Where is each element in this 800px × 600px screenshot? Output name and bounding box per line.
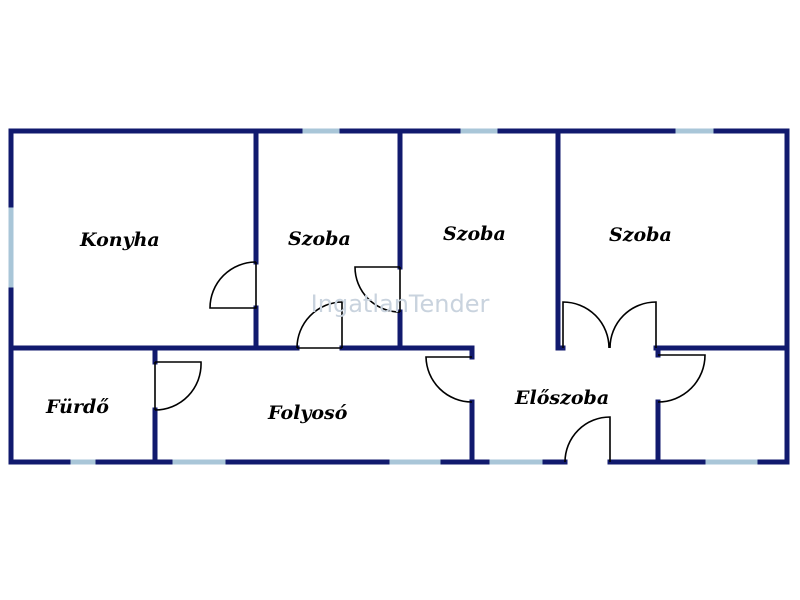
room-label-corridor: Folyosó <box>267 402 348 424</box>
door-room1-room2 <box>354 266 401 313</box>
door-kitchen-room1 <box>209 261 257 309</box>
room-label-bathroom: Fürdő <box>45 396 109 418</box>
doors <box>154 261 706 463</box>
door-entrance <box>564 416 611 463</box>
door-room3-left-leaf <box>562 301 610 349</box>
room-label-room1: Szoba <box>288 228 351 250</box>
door-room3-right-leaf <box>609 301 657 349</box>
door-room1-corridor <box>296 301 343 349</box>
windows <box>8 128 760 465</box>
watermark-text: IngatlanTender <box>311 290 490 318</box>
room-label-hall: Előszoba <box>514 387 609 409</box>
room-label-room3: Szoba <box>609 224 672 246</box>
door-corridor-hall <box>425 356 473 403</box>
walls <box>8 128 790 465</box>
door-bathroom <box>154 361 202 411</box>
room-label-room2: Szoba <box>443 223 506 245</box>
door-east-room <box>657 354 706 403</box>
room-label-kitchen: Konyha <box>79 229 160 251</box>
room-labels: Konyha Szoba Szoba Szoba Fürdő Folyosó E… <box>45 223 672 424</box>
